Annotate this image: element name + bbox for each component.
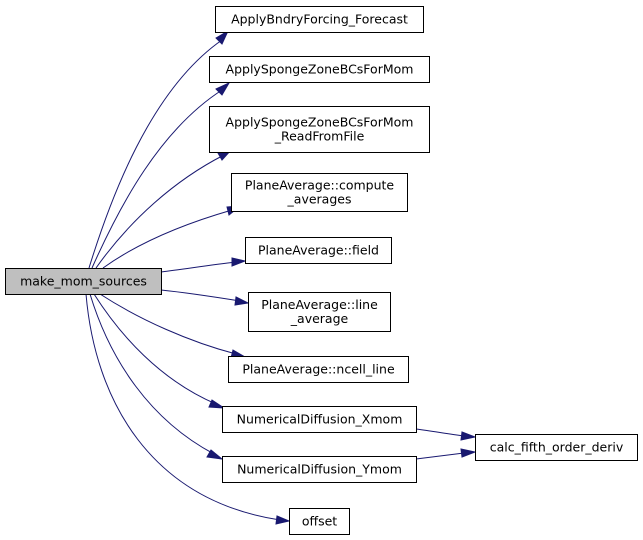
node-label: offset — [302, 514, 337, 529]
edges-layer — [85, 29, 477, 525]
node-box — [245, 237, 392, 264]
node-label: PlaneAverage::line — [261, 297, 378, 312]
node-box — [209, 106, 430, 153]
node-label: NumericalDiffusion_Xmom — [237, 412, 403, 427]
edge-make-mom-sources-to-planeaverage-ncell-line — [99, 293, 247, 359]
node-box — [228, 356, 409, 383]
edge-line — [160, 261, 237, 273]
edge-line — [99, 293, 237, 355]
node-offset[interactable]: offset — [289, 508, 350, 535]
edge-line — [95, 154, 225, 269]
node-label: _average — [290, 311, 349, 326]
node-label: _ReadFromFile — [274, 129, 365, 144]
edge-make-mom-sources-to-numericaldiffusion-xmom — [93, 293, 226, 409]
node-planeaverage-ncell-line[interactable]: PlaneAverage::ncell_line — [228, 356, 409, 383]
node-label: PlaneAverage::compute — [245, 178, 394, 193]
edge-make-mom-sources-to-planeaverage-compute-averages — [102, 205, 242, 269]
node-planeaverage-compute-averages[interactable]: PlaneAverage::compute_averages — [231, 173, 408, 212]
edge-line — [88, 39, 223, 269]
edge-make-mom-sources-to-numericaldiffusion-ymom — [89, 293, 224, 460]
edge-line — [102, 209, 233, 269]
edge-make-mom-sources-to-offset — [85, 293, 291, 525]
edge-make-mom-sources-to-applyspongezonebcsformom-readfromfile — [95, 148, 234, 269]
edge-line — [91, 89, 223, 269]
node-box — [289, 508, 350, 535]
edge-numericaldiffusion-ymom-to-calc-fifth-order-deriv — [415, 448, 477, 460]
arrowhead-icon — [231, 257, 247, 267]
node-box — [475, 434, 638, 461]
root-node-make-mom-sources[interactable]: make_mom_sources — [5, 268, 162, 295]
edge-make-mom-sources-to-planeaverage-line-average — [160, 289, 250, 306]
node-box — [222, 456, 417, 483]
edge-line — [85, 293, 281, 521]
node-label: _averages — [287, 192, 352, 207]
edge-make-mom-sources-to-planeaverage-field — [160, 257, 247, 273]
node-applyspongezonebcsformom-readfromfile[interactable]: ApplySpongeZoneBCsForMom_ReadFromFile — [209, 106, 430, 153]
arrowhead-icon — [275, 515, 291, 525]
arrowhead-icon — [215, 81, 231, 96]
arrowhead-icon — [208, 399, 226, 409]
arrowhead-icon — [234, 296, 250, 306]
nodes-layer: make_mom_sources ApplyBndryForcing_Foreca… — [5, 6, 638, 535]
edge-line — [415, 428, 465, 437]
edge-line — [415, 452, 465, 460]
node-label: ApplySpongeZoneBCsForMom — [226, 115, 414, 130]
node-planeaverage-line-average[interactable]: PlaneAverage::line_average — [248, 292, 391, 332]
node-box — [231, 173, 408, 212]
node-calc-fifth-order-deriv[interactable]: calc_fifth_order_deriv — [475, 434, 638, 461]
arrowhead-icon — [460, 431, 477, 441]
edge-make-mom-sources-to-applybndryforcing-forecast — [88, 29, 230, 269]
arrowhead-icon — [460, 448, 477, 458]
node-planeaverage-field[interactable]: PlaneAverage::field — [245, 237, 392, 264]
node-label: ApplySpongeZoneBCsForMom — [226, 62, 414, 77]
node-label: PlaneAverage::field — [258, 243, 379, 258]
node-applyspongezonebcsformom[interactable]: ApplySpongeZoneBCsForMom — [209, 56, 430, 83]
node-label: NumericalDiffusion_Ymom — [237, 462, 402, 477]
edge-line — [93, 293, 217, 405]
edge-line — [89, 293, 215, 455]
node-label: calc_fifth_order_deriv — [490, 440, 624, 455]
node-label: PlaneAverage::ncell_line — [242, 362, 395, 377]
node-numericaldiffusion-xmom[interactable]: NumericalDiffusion_Xmom — [222, 406, 417, 433]
node-box — [209, 56, 430, 83]
arrowhead-icon — [215, 29, 230, 45]
edge-make-mom-sources-to-applyspongezonebcsformom — [91, 81, 231, 269]
edge-numericaldiffusion-xmom-to-calc-fifth-order-deriv — [415, 428, 477, 441]
node-box — [248, 292, 391, 332]
node-numericaldiffusion-ymom[interactable]: NumericalDiffusion_Ymom — [222, 456, 417, 483]
node-applybndryforcing-forecast[interactable]: ApplyBndryForcing_Forecast — [215, 6, 424, 33]
node-box — [222, 406, 417, 433]
node-box — [5, 268, 162, 295]
node-box — [215, 6, 424, 33]
edge-line — [160, 289, 241, 302]
node-label: ApplyBndryForcing_Forecast — [231, 12, 408, 27]
arrowhead-icon — [206, 449, 224, 460]
node-label: make_mom_sources — [20, 274, 147, 289]
